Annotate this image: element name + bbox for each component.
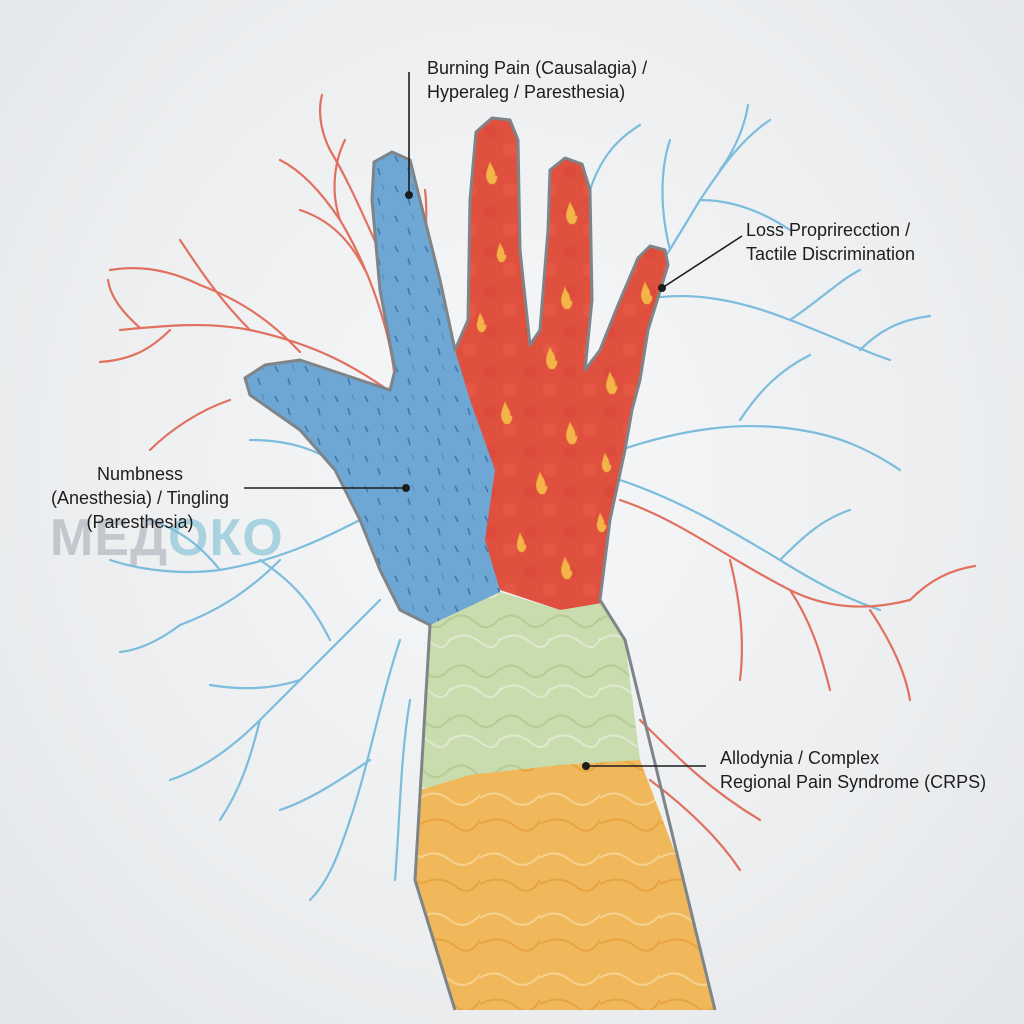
flame-icon <box>605 371 618 395</box>
nerve-branches-blue-left <box>108 438 412 902</box>
hand-outline <box>243 116 717 1011</box>
label-burning-pain: Burning Pain (Causalagia) / Hyperaleg / … <box>427 56 647 104</box>
leader-dot-numbness <box>401 483 410 492</box>
zone-crps <box>400 760 715 1010</box>
flame-icon <box>560 556 573 580</box>
label-loss-proprioception: Loss Proprirecction / Tactile Discrimina… <box>746 218 915 266</box>
watermark-text-main: МЕД <box>50 509 169 567</box>
leader-line-loss <box>661 235 743 289</box>
leader-dot-burning <box>404 191 413 200</box>
nerve-branches-red-right <box>618 498 977 872</box>
label-numbness: Numbness (Anesthesia) / Tingling (Parest… <box>40 462 240 534</box>
label-numbness-line3: (Paresthesia) <box>86 512 194 532</box>
label-allodynia-crps: Allodynia / Complex Regional Pain Syndro… <box>720 746 986 794</box>
flame-icons <box>476 161 653 580</box>
label-numbness-line2: (Anesthesia) / Tingling <box>50 488 230 508</box>
label-burning-line1: Burning Pain (Causalagia) / <box>427 58 648 78</box>
flame-icon <box>565 421 578 445</box>
flame-icon <box>545 346 558 370</box>
flame-icon <box>500 401 513 425</box>
leader-dot-loss <box>657 283 666 292</box>
label-loss-line2: Tactile Discrimination <box>746 244 916 264</box>
leader-lines <box>244 72 743 770</box>
label-allodynia-line2: Regional Pain Syndrome (CRPS) <box>720 772 987 792</box>
flame-icon <box>535 471 548 495</box>
flame-icon <box>596 512 607 533</box>
flame-icon <box>476 312 487 333</box>
flame-icon <box>560 286 573 310</box>
flame-icon <box>485 161 498 185</box>
flame-icon <box>565 201 578 225</box>
label-numbness-line1: Numbness <box>96 464 184 484</box>
zone-allodynia <box>380 592 640 800</box>
watermark-logo: МЕДОКО <box>50 508 284 568</box>
watermark-text-accent: ОКО <box>168 509 284 567</box>
label-loss-line1: Loss Proprirecction / <box>746 220 911 240</box>
flame-icon <box>516 532 527 553</box>
label-allodynia-line1: Allodynia / Complex <box>720 748 880 768</box>
flame-icon <box>601 452 612 473</box>
flame-icon <box>496 242 507 263</box>
flame-icon <box>640 281 653 305</box>
label-burning-line2: Hyperaleg / Paresthesia) <box>427 82 626 102</box>
leader-dot-allodynia <box>581 761 590 770</box>
